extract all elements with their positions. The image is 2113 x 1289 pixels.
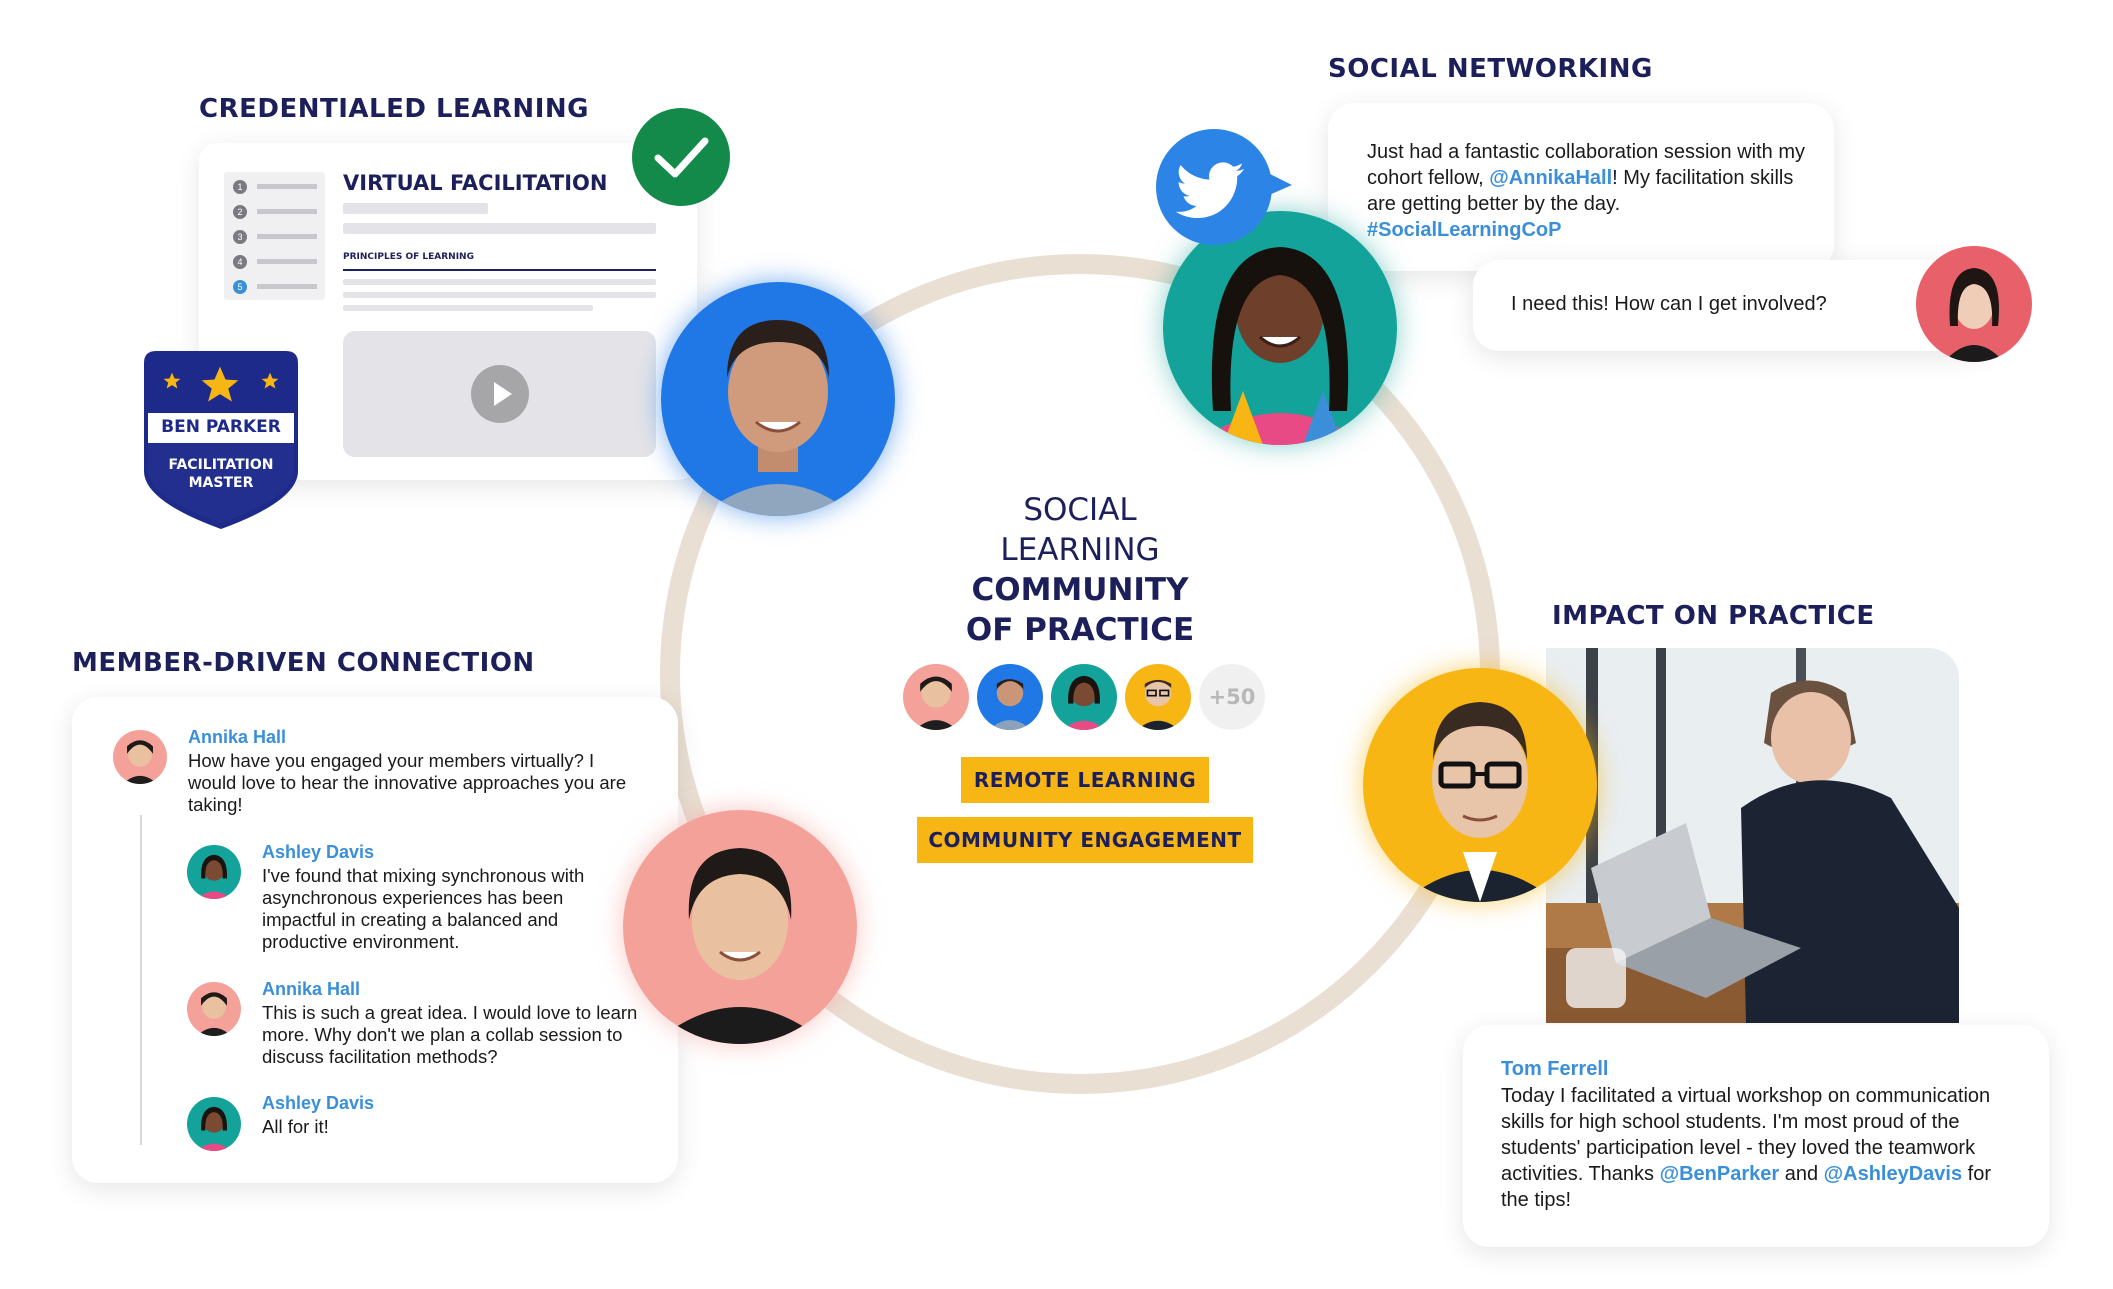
workspace-photo bbox=[1546, 648, 1959, 1023]
post-author[interactable]: Annika Hall bbox=[262, 979, 361, 999]
lesson-list: 1 2 3 4 5 bbox=[224, 172, 325, 300]
reflection-author[interactable]: Tom Ferrell bbox=[1501, 1058, 1609, 1080]
center-title-line4: OF PRACTICE bbox=[965, 612, 1195, 648]
reflection-text-part: and bbox=[1779, 1163, 1824, 1185]
reflection-card[interactable]: Tom Ferrell Today I facilitated a virtua… bbox=[1463, 1025, 2049, 1247]
ashley-davis-portrait[interactable] bbox=[1163, 211, 1397, 445]
tweet-text-part: Just had a fantastic collaboration sessi… bbox=[1367, 141, 1805, 189]
course-placeholder-line bbox=[343, 223, 656, 234]
more-members-count[interactable]: +50 bbox=[1199, 664, 1265, 730]
post-author[interactable]: Annika Hall bbox=[188, 727, 287, 747]
course-placeholder-line bbox=[343, 292, 656, 298]
course-placeholder-line bbox=[343, 305, 593, 311]
post-avatar-annika[interactable] bbox=[113, 730, 167, 784]
ben-parker-portrait[interactable] bbox=[661, 282, 895, 516]
play-icon[interactable] bbox=[471, 365, 529, 423]
section-label: PRINCIPLES OF LEARNING bbox=[343, 252, 474, 262]
star-icon bbox=[198, 363, 242, 407]
mention-ben-parker[interactable]: @BenParker bbox=[1659, 1163, 1780, 1185]
post-text: I've found that mixing synchronous with … bbox=[262, 865, 585, 952]
center-title-line3: COMMUNITY bbox=[971, 572, 1189, 608]
badge-name: BEN PARKER bbox=[161, 417, 281, 437]
reply-text: I need this! How can I get involved? bbox=[1511, 293, 1827, 315]
post-avatar-annika[interactable] bbox=[187, 982, 241, 1036]
post-author[interactable]: Ashley Davis bbox=[262, 1093, 375, 1113]
course-placeholder-line bbox=[343, 279, 656, 285]
tweet-mention-link[interactable]: @AnnikaHall bbox=[1489, 167, 1613, 189]
tweet-hashtag-link[interactable]: #SocialLearningCoP bbox=[1367, 219, 1562, 241]
post-author[interactable]: Ashley Davis bbox=[262, 842, 375, 862]
lesson-line bbox=[257, 184, 317, 189]
lesson-number: 4 bbox=[233, 255, 247, 269]
tweet-card[interactable]: Just had a fantastic collaboration sessi… bbox=[1328, 103, 1834, 271]
lesson-number: 2 bbox=[233, 205, 247, 219]
member-driven-heading: MEMBER-DRIVEN CONNECTION bbox=[72, 648, 535, 678]
impact-heading: IMPACT ON PRACTICE bbox=[1552, 601, 1875, 631]
post-text: All for it! bbox=[262, 1116, 329, 1137]
lesson-number: 3 bbox=[233, 230, 247, 244]
badge-title-line2: MASTER bbox=[188, 475, 254, 491]
twitter-bird-icon[interactable] bbox=[1156, 129, 1296, 247]
star-icon bbox=[260, 371, 280, 391]
lesson-item[interactable]: 2 bbox=[233, 203, 319, 221]
reflection-text-part: for the tips! bbox=[1501, 1163, 1992, 1211]
lesson-item[interactable]: 3 bbox=[233, 228, 319, 246]
lesson-item[interactable]: 1 bbox=[233, 178, 319, 196]
center-title: SOCIAL LEARNING COMMUNITY OF PRACTICE bbox=[880, 490, 1280, 650]
annika-hall-portrait[interactable] bbox=[623, 810, 857, 1044]
tweet-text-part: ! My facilitation skills are getting bet… bbox=[1367, 167, 1794, 215]
member-avatar-ben[interactable] bbox=[977, 664, 1043, 730]
video-player[interactable] bbox=[343, 331, 656, 457]
tag-remote-learning[interactable]: REMOTE LEARNING bbox=[961, 757, 1209, 803]
lesson-item[interactable]: 5 bbox=[233, 278, 319, 296]
lesson-number: 1 bbox=[233, 180, 247, 194]
credential-badge[interactable]: BEN PARKER FACILITATION MASTER bbox=[144, 351, 298, 529]
mention-ashley-davis[interactable]: @AshleyDavis bbox=[1823, 1163, 1963, 1185]
lesson-line bbox=[257, 209, 317, 214]
reply-user-avatar[interactable] bbox=[1916, 246, 2032, 362]
checkmark-icon bbox=[632, 108, 730, 206]
more-members-label: +50 bbox=[1208, 685, 1256, 709]
tom-ferrell-portrait[interactable] bbox=[1363, 668, 1597, 902]
social-networking-heading: SOCIAL NETWORKING bbox=[1328, 54, 1653, 84]
lesson-line bbox=[257, 234, 317, 239]
center-title-line2: LEARNING bbox=[1000, 532, 1160, 568]
star-icon bbox=[162, 371, 182, 391]
badge-title-line1: FACILITATION bbox=[168, 457, 274, 473]
discussion-card[interactable]: Annika Hall How have you engaged your me… bbox=[72, 697, 678, 1183]
reply-card[interactable]: I need this! How can I get involved? bbox=[1473, 260, 1993, 351]
post-text: How have you engaged your members virtua… bbox=[188, 750, 627, 815]
tweet-text: Just had a fantastic collaboration sessi… bbox=[1367, 139, 1807, 243]
lesson-item[interactable]: 4 bbox=[233, 253, 319, 271]
credentialed-learning-heading: CREDENTIALED LEARNING bbox=[199, 94, 589, 124]
course-placeholder-line bbox=[343, 203, 488, 214]
lesson-line bbox=[257, 284, 317, 289]
lesson-number: 5 bbox=[233, 280, 247, 294]
thread-line bbox=[140, 815, 142, 1145]
member-avatar-annika[interactable] bbox=[903, 664, 969, 730]
reflection-text-part: Today I facilitated a virtual workshop o… bbox=[1501, 1085, 1991, 1185]
member-avatar-tom[interactable] bbox=[1125, 664, 1191, 730]
lesson-line bbox=[257, 259, 317, 264]
reflection-text: Today I facilitated a virtual workshop o… bbox=[1501, 1083, 2021, 1213]
post-text: This is such a great idea. I would love … bbox=[262, 1002, 638, 1067]
center-title-line1: SOCIAL bbox=[1023, 492, 1137, 528]
post-avatar-ashley[interactable] bbox=[187, 845, 241, 899]
member-avatar-ashley[interactable] bbox=[1051, 664, 1117, 730]
tag-community-engagement[interactable]: COMMUNITY ENGAGEMENT bbox=[917, 817, 1253, 863]
post-avatar-ashley[interactable] bbox=[187, 1097, 241, 1151]
section-divider bbox=[343, 269, 656, 271]
course-title: VIRTUAL FACILITATION bbox=[343, 171, 608, 195]
